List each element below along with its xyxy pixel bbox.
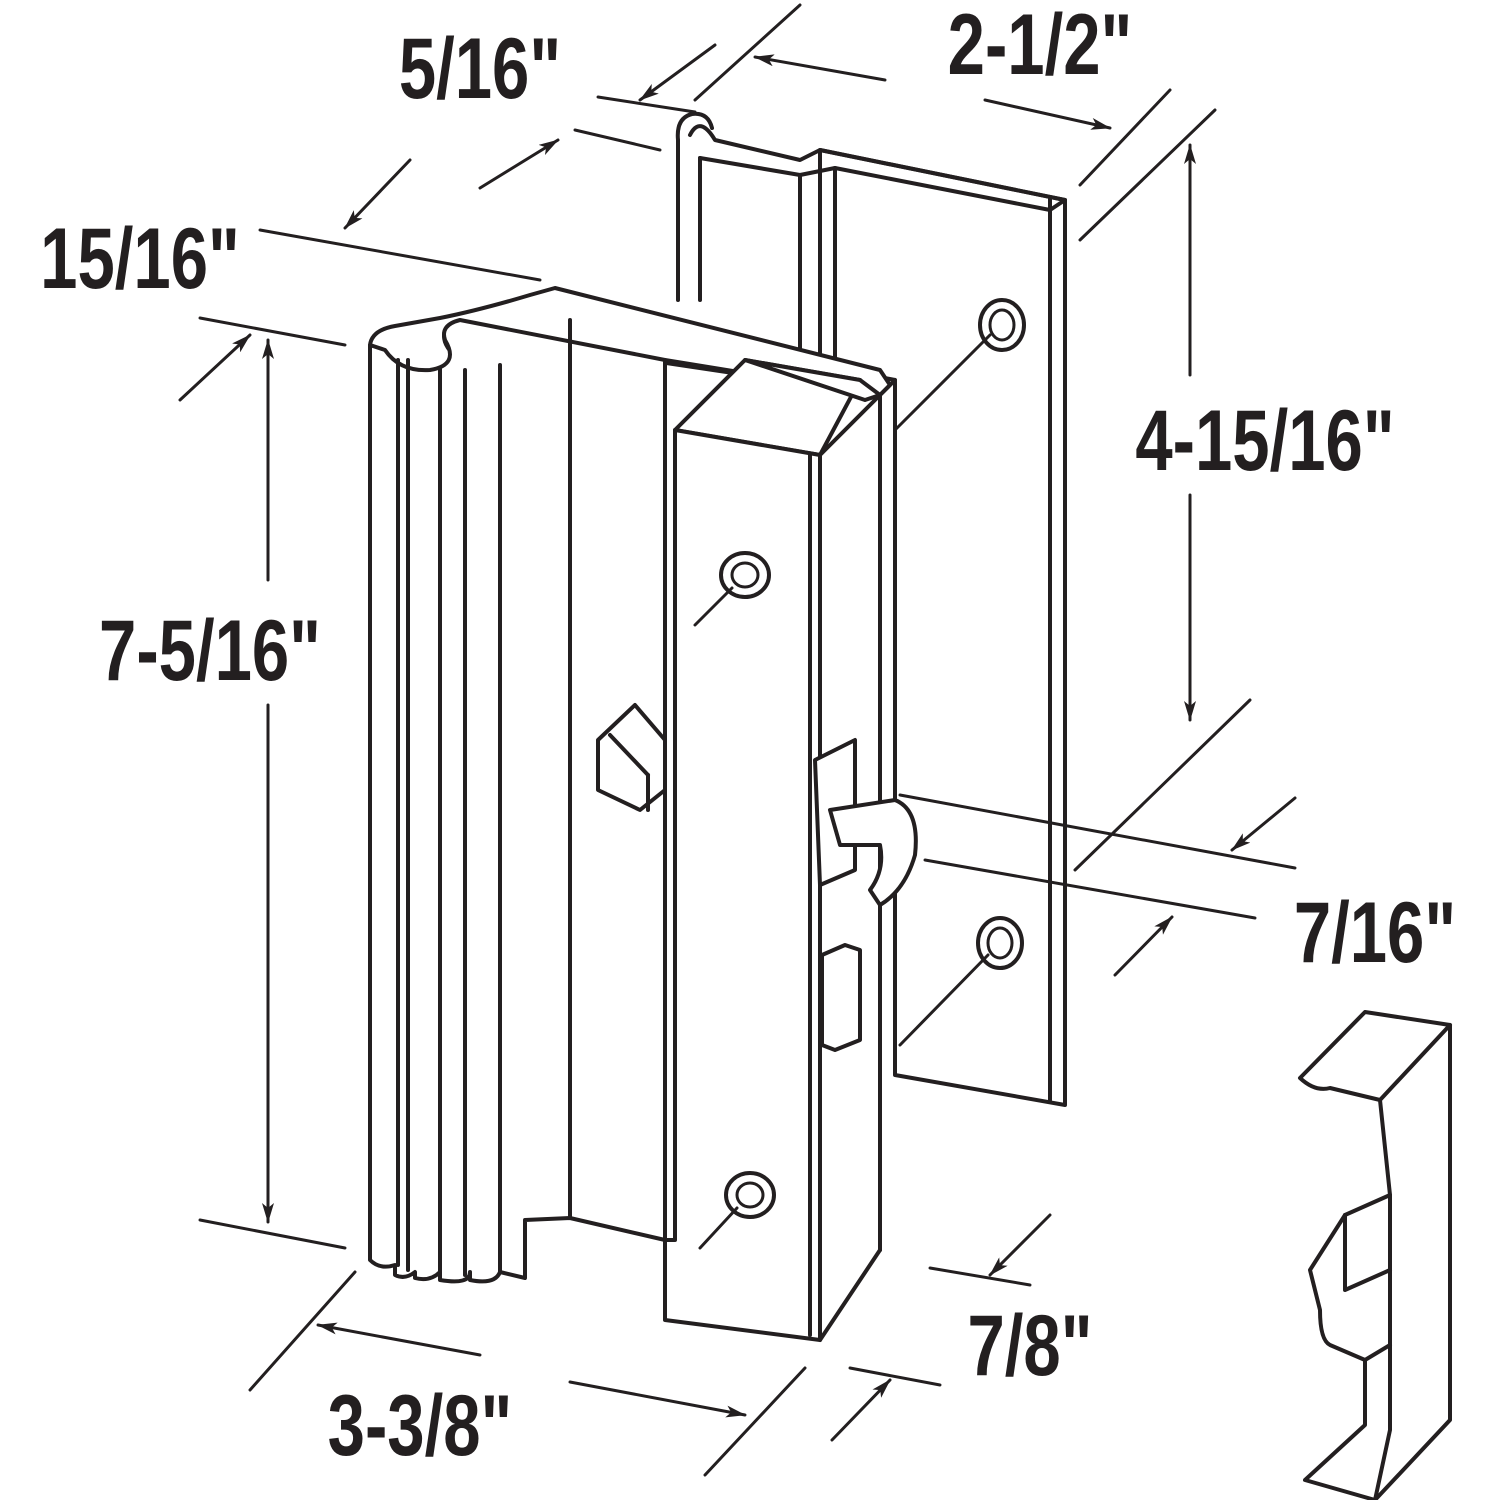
dim-top-offset-lines: [478, 43, 717, 190]
thumb-lever: [596, 703, 667, 812]
screw-upper-right: [893, 298, 1026, 432]
label-face-width: 7/8": [967, 1298, 1092, 1394]
dim-face-width-lines: [830, 1213, 1052, 1442]
dim-latch-offset-lines: [898, 793, 1297, 977]
label-latch-offset: 7/16": [1294, 885, 1456, 981]
keeper-clip: [1298, 1010, 1452, 1502]
dim-hole-spacing-lines: [1073, 108, 1252, 872]
label-top-offset: 5/16": [399, 21, 561, 117]
dim-handle-depth-lines: [178, 158, 542, 402]
dim-overall-width-lines: [248, 1270, 807, 1477]
label-overall-height: 7-5/16": [99, 603, 321, 699]
label-handle-depth: 15/16": [40, 211, 240, 307]
label-hole-spacing: 4-15/16": [1135, 393, 1394, 489]
latch-face: [663, 358, 882, 1342]
screw-front-lower: [698, 1171, 776, 1250]
dim-backplate-width-lines: [693, 3, 1172, 187]
label-backplate-width: 2-1/2": [948, 0, 1133, 93]
latch-hook: [813, 738, 918, 1052]
screw-lower-right: [898, 916, 1024, 1047]
label-overall-width: 3-3/8": [328, 1378, 513, 1474]
screw-front-upper: [693, 551, 771, 627]
dim-overall-height-lines: [198, 338, 347, 1250]
